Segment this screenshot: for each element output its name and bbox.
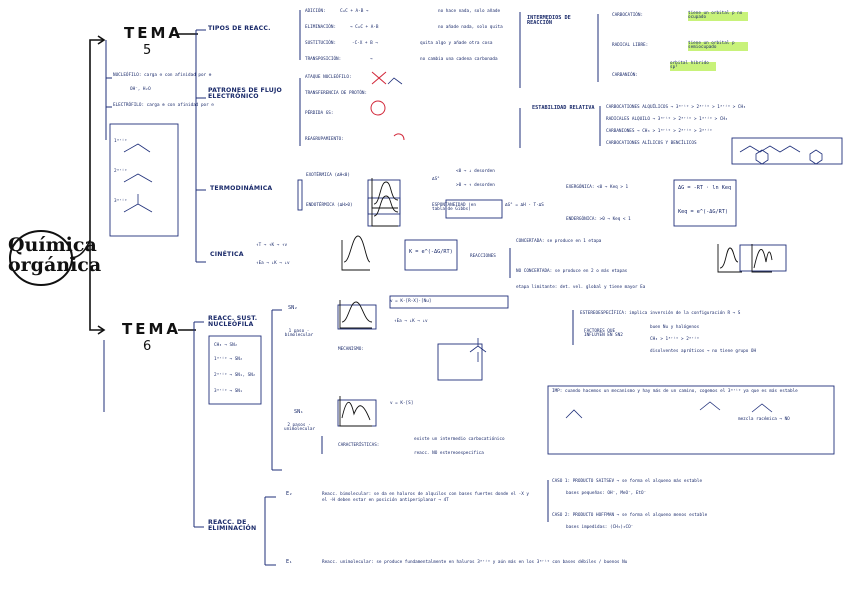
estabilidad-carbocationes: CARBOCATIONES ALQUÍLICOS → 3ᵃʳⁱᵒ > 2ᵃʳⁱᵒ… [606, 106, 746, 110]
termo-ds-less: <0 → ↓ desorden [456, 170, 495, 174]
termo-exotermica: EXOTÉRMICA (ΔH<0) [306, 174, 366, 178]
sn2-subtitle: 1 paso · bimolecular [284, 330, 314, 339]
etapa-limitante: etapa limitante: det. vel. global y tien… [516, 286, 645, 290]
termo-ds-symbol: ΔS° [432, 178, 440, 182]
estabilidad-title: ESTABILIDAD RELATIVA [532, 106, 594, 111]
transposicion-note: no cambia una cadena carbonada [420, 58, 498, 62]
cinetica-line1: ↑T → ↑K → ↑v [256, 244, 287, 248]
adicion-note: no hace nada, solo añade [438, 10, 500, 14]
hoffman-bases: bases impedidas: (CH₃)₃CO⁻ [566, 526, 633, 530]
eliminacion-eq: → C=C + A-B [350, 26, 378, 30]
sust-list-secondary: 2ᵃʳⁱᵒ → SN₁, SN₂ [214, 374, 255, 378]
termo-ds-greater: >0 → ↑ desorden [456, 184, 495, 188]
deg-tertiary: 3ᵃʳⁱᵒ [114, 200, 127, 204]
cinetica-formula: K = e^(-ΔG/RT) [409, 250, 453, 255]
e1-label: E₁ [286, 560, 292, 565]
concertada-def: CONCERTADA: se produce en 1 etapa [516, 240, 601, 244]
e2-label: E₂ [286, 492, 292, 497]
tema6-number: 6 [143, 340, 151, 353]
nucleofilo-def: NUCLEÓFILO: carga ⊖ con afinidad por ⊕ [113, 74, 211, 78]
sn1-subtitle: 2 pasos · unimolecular [284, 424, 314, 433]
tema5-label: TEMA [124, 26, 183, 41]
sust-list-ch3: CH₃ → SN₂ [214, 344, 237, 348]
ataque-nucleofilo: ATAQUE NUCLEÓFILO: [305, 76, 352, 80]
carbanion-note: orbital híbrido sp³ [670, 62, 716, 71]
sn2-rate-law: v = K·[R-X]·[Nu] [390, 300, 431, 304]
caracteristicas-label: CARACTERÍSTICAS: [338, 444, 379, 448]
elim-title: REACC. DE ELIMINACIÓN [208, 520, 268, 532]
imp-note: IMP: cuando hacemos un mecanismo y hay m… [552, 390, 832, 394]
radical-note: tiene un orbital p semiocupado [688, 42, 748, 51]
sustitucion-eq: -C-X + B → [352, 42, 378, 46]
carbocation-note: tiene un orbital p no ocupado [688, 12, 748, 21]
eliminacion-label: ELIMINACIÓN: [305, 26, 336, 30]
sn2-effect: ↑Ea → ↓K → ↓v [394, 320, 428, 324]
reagrupamiento: REAGRUPAMIENTO: [305, 138, 344, 142]
termo-title: TERMODINÁMICA [210, 186, 272, 192]
reacciones-label: REACCIONES [470, 255, 496, 259]
electrofilo-def: ELECTRÓFILO: carga ⊕ con afinidad por ⊖ [113, 104, 214, 108]
tipos-title: TIPOS DE REACC. [208, 26, 271, 32]
sustitucion-note: quita algo y añade otra cosa [420, 42, 492, 46]
carbanion-label: CARBANIÓN: [612, 74, 638, 78]
sust-title: REACC. SUST. NUCLEÓFILA [208, 316, 270, 328]
tema6-label: TEMA [122, 322, 181, 337]
radical-label: RADICAL LIBRE: [612, 44, 648, 48]
transposicion-eq: → [370, 58, 373, 62]
transposicion-label: TRANSPOSICIÓN: [305, 58, 341, 62]
termo-gibbs: ΔG° = ΔH - T·ΔS [505, 204, 544, 208]
cinetica-line2: ↑Ea → ↓K → ↓v [256, 262, 290, 266]
factor-2: CH₃ > 1ᵃʳⁱᵒ > 2ᵃʳⁱᵒ [650, 338, 699, 342]
deg-primary: 1ᵃʳⁱᵒ [114, 140, 127, 144]
termo-formula2: Keq = e^(-ΔG/RT) [678, 210, 728, 215]
cinetica-title: CINÉTICA [210, 252, 244, 258]
factores-label: FACTORES QUE INFLUYEN EN SN2 [584, 330, 636, 339]
e1-definition: Reacc. unimolecular: se produce fundamen… [322, 561, 627, 565]
eliminacion-note: no añade nada, solo quita [438, 26, 503, 30]
sn1-label: SN₁ [294, 410, 303, 415]
nucleofilo-examples: OH⁻, H₂O [130, 88, 151, 92]
adicion-eq: C=C + A-B → [340, 10, 368, 14]
sust-list-primary: 1ᵃʳⁱᵒ → SN₂ [214, 358, 242, 362]
estabilidad-radicales: RADICALES ALQUILO → 3ᵃʳⁱᵒ > 2ᵃʳⁱᵒ > 1ᵃʳⁱ… [606, 118, 728, 122]
root-title-line1: Química [8, 236, 74, 256]
sn1-rate-law: v = K·[S] [390, 402, 413, 406]
intermedios-title: INTERMEDIOS DE REACCIÓN [527, 16, 597, 26]
patrones-title: PATRONES DE FLUJO ELECTRÓNICO [208, 88, 294, 100]
e2-definition: Reacc. bimolecular: se da en haluros de … [322, 492, 536, 505]
termo-formula1: ΔG = -RT · ln Keq [678, 186, 731, 191]
racemica-note: mezcla racémica → NO [738, 418, 790, 422]
estabilidad-carbaniones: CARBANIONES → CH₃ > 1ᵃʳⁱᵒ > 2ᵃʳⁱᵒ > 3ᵃʳⁱ… [606, 130, 712, 134]
sustitucion-label: SUSTITUCIÓN: [305, 42, 336, 46]
carbocation-label: CARBOCATIÓN: [612, 14, 643, 18]
caracteristica-1: existe un intermedio carbocatiónico [414, 438, 505, 442]
perdida-gs: PÉRDIDA GS: [305, 112, 333, 116]
deg-secondary: 2ᵃʳⁱᵒ [114, 170, 127, 174]
root-title-line2: orgánica [8, 256, 74, 276]
saitsev-bases: bases pequeñas: OH⁻, MeO⁻, EtO⁻ [566, 492, 646, 496]
sust-list-tertiary: 3ᵃʳⁱᵒ → SN₁ [214, 390, 242, 394]
adicion-label: ADICIÓN: [305, 10, 326, 14]
caracteristica-2: reacc. NO estereoespecífica [414, 452, 484, 456]
root-title: Química orgánica [8, 236, 74, 276]
saitsev-case: CASO 1: PRODUCTO SAITSEV → se forma el a… [552, 480, 702, 484]
sn2-label: SN₂ [288, 306, 297, 311]
estabilidad-alilicos: CARBOCATIONES ALÍLICOS Y BENCÍLICOS [606, 142, 697, 146]
tema5-number: 5 [143, 44, 151, 57]
factor-3: disolventes apróticos → no tiene grupo O… [650, 350, 756, 354]
factor-1: buen Nu y halógenos [650, 326, 699, 330]
termo-endergonica: ENDERGÓNICA: >0 → Keq < 1 [566, 218, 631, 222]
transferencia-proton: TRANSFERENCIA DE PROTÓN: [305, 92, 367, 96]
termo-endotermica: ENDOTÉRMICA (ΔH>0) [306, 204, 366, 208]
sn2-estereo: ESTEREOESPECÍFICA: implica inversión de … [580, 312, 740, 316]
mecanismo-label: MECANISMO: [338, 348, 364, 352]
hoffman-case: CASO 2: PRODUCTO HOFFMAN → se forma el a… [552, 514, 707, 518]
termo-espontaneidad: ESPONTANEIDAD (en tabla de Gibbs) [432, 204, 482, 213]
no-concertada-def: NO CONCERTADA: se produce en 2 o más eta… [516, 270, 627, 274]
termo-exergonica: EXERGÓNICA: <0 → Keq > 1 [566, 186, 628, 190]
